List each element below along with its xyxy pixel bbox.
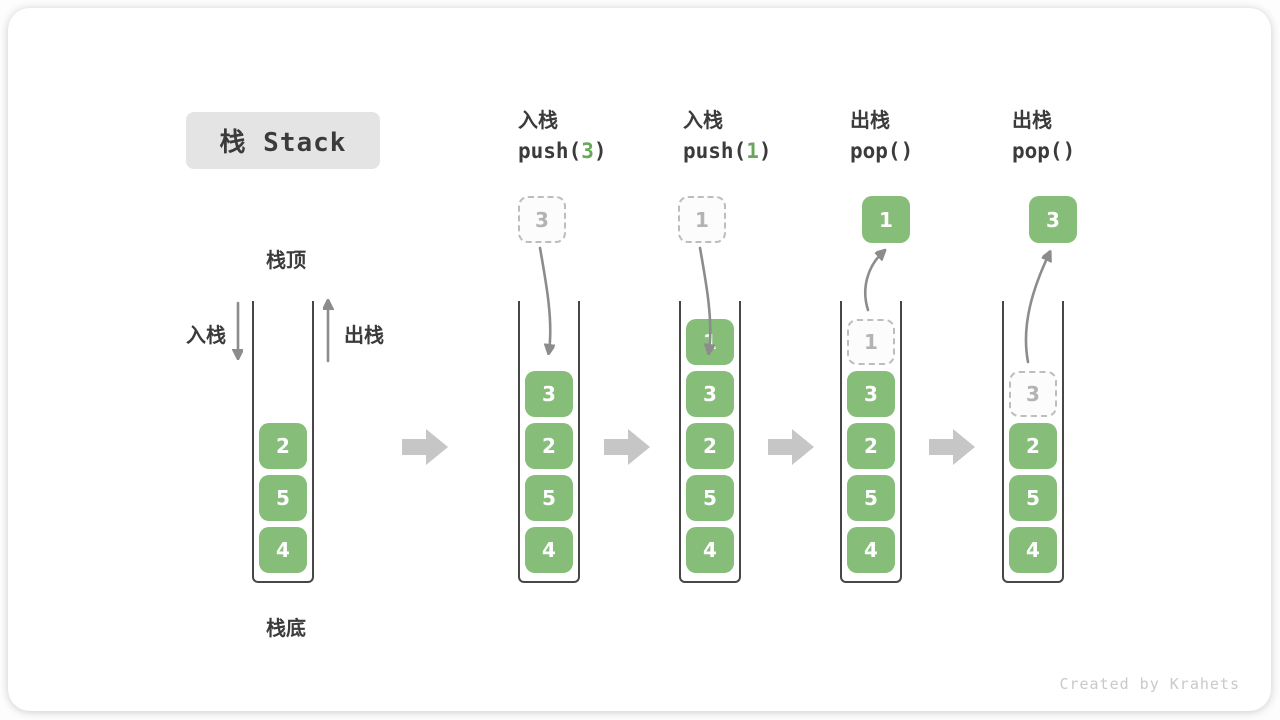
stack-cell: 1: [686, 319, 734, 365]
page-title: 栈 Stack: [219, 128, 347, 158]
stack-top-label: 栈顶: [266, 248, 306, 272]
push-direction-label: 入栈: [186, 323, 226, 347]
stack-cell-removed: 3: [1009, 371, 1057, 417]
stack-cell: 5: [686, 475, 734, 521]
operation-code: pop(): [1012, 139, 1076, 163]
operation-code: pop(): [850, 139, 914, 163]
stack-cell: 2: [259, 423, 307, 469]
popped-value-box: 1: [862, 196, 910, 243]
flow-arrow-icon: [929, 429, 975, 465]
operation-label: 入栈: [518, 108, 558, 132]
stack-cell: 4: [686, 527, 734, 573]
stack-cell: 4: [259, 527, 307, 573]
operation-code: push(3): [518, 139, 607, 163]
title-box: 栈 Stack: [186, 112, 380, 169]
column-header-pop-1: 出栈 pop(): [850, 106, 913, 168]
stack-cell: 2: [847, 423, 895, 469]
stack-cell: 5: [1009, 475, 1057, 521]
stack-cell: 2: [525, 423, 573, 469]
incoming-value-box: 1: [678, 196, 726, 243]
flow-arrow-icon: [768, 429, 814, 465]
stack-container-after-push-1: 1 3 2 5 4: [679, 301, 741, 583]
code-argument: 3: [581, 139, 594, 163]
flow-arrow-icon: [604, 429, 650, 465]
code-argument: 1: [746, 139, 759, 163]
operation-label: 出栈: [850, 108, 890, 132]
stack-cell: 3: [847, 371, 895, 417]
incoming-value-box: 3: [518, 196, 566, 243]
stack-cell: 3: [525, 371, 573, 417]
operation-code: push(1): [683, 139, 772, 163]
stack-cell: 2: [1009, 423, 1057, 469]
column-header-push-1: 入栈 push(1): [683, 106, 772, 168]
stack-cell: 4: [1009, 527, 1057, 573]
stack-container-after-push-3: 3 2 5 4: [518, 301, 580, 583]
stack-bottom-label: 栈底: [266, 616, 306, 640]
stack-cell-removed: 1: [847, 319, 895, 365]
stack-cell: 5: [847, 475, 895, 521]
pop-direction-label: 出栈: [344, 323, 384, 347]
stack-container-initial: 2 5 4: [252, 301, 314, 583]
stack-cell: 2: [686, 423, 734, 469]
stack-cell: 3: [686, 371, 734, 417]
operation-label: 入栈: [683, 108, 723, 132]
stack-container-after-pop-1: 1 3 2 5 4: [840, 301, 902, 583]
watermark: Created by Krahets: [1059, 675, 1240, 693]
stack-cell: 5: [259, 475, 307, 521]
stack-container-after-pop-3: 3 2 5 4: [1002, 301, 1064, 583]
stack-cell: 4: [525, 527, 573, 573]
flow-arrow-icon: [402, 429, 448, 465]
column-header-pop-3: 出栈 pop(): [1012, 106, 1075, 168]
column-header-push-3: 入栈 push(3): [518, 106, 607, 168]
stack-cell: 5: [525, 475, 573, 521]
stack-cell: 4: [847, 527, 895, 573]
operation-label: 出栈: [1012, 108, 1052, 132]
popped-value-box: 3: [1029, 196, 1077, 243]
